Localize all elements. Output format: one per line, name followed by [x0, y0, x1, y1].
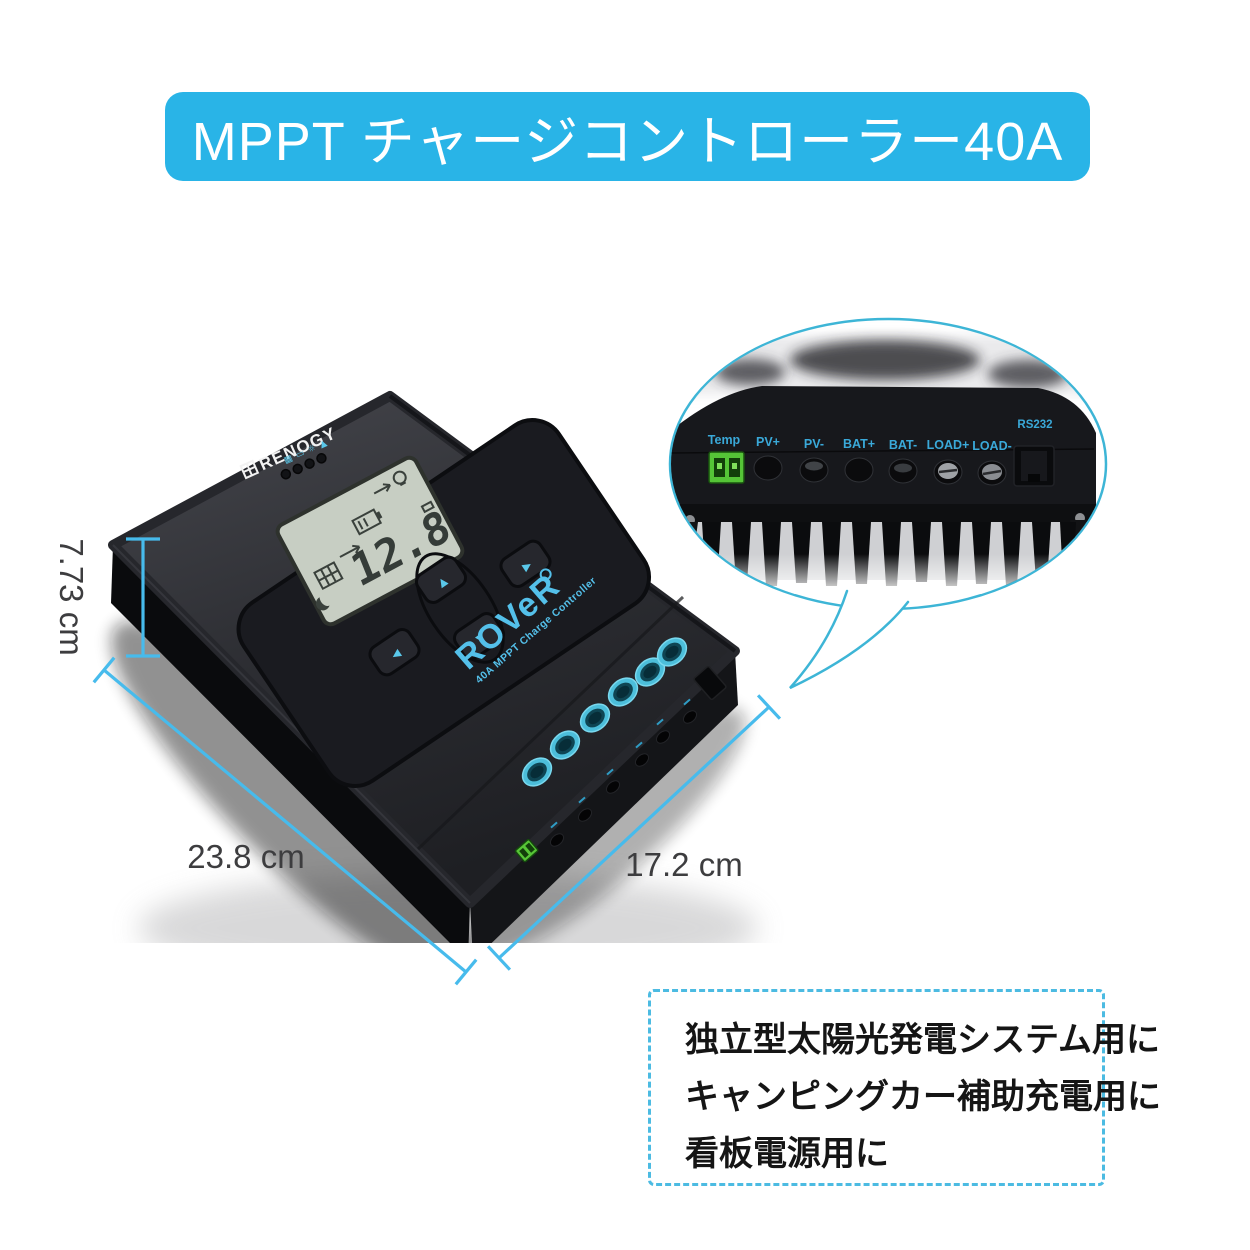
led-warning — [316, 453, 327, 464]
battery-indicator-icon: ▭ — [294, 448, 306, 461]
lcd-icons — [313, 470, 435, 611]
depth-dimension-label: 17.2 cm — [625, 846, 742, 883]
up-button — [414, 555, 468, 604]
renogy-grid-icon — [239, 459, 260, 480]
temp-connector — [708, 451, 745, 484]
label-pv-minus: PV- — [804, 437, 824, 451]
top-face-seam — [416, 595, 685, 851]
updown-ring — [415, 552, 505, 664]
banner-title: MPPT チャージコントローラー40A — [191, 112, 1064, 172]
device-shadow-left — [111, 621, 475, 943]
hole-bat-plus — [844, 457, 874, 483]
bubble-tail — [789, 589, 910, 690]
load-indicator-icon: ☼ — [306, 443, 317, 455]
label-load-plus: LOAD+ — [927, 438, 970, 452]
charge-controller-photo: RENOGY ▦ ▭ ☼ ▲ — [108, 391, 758, 943]
led-load — [304, 458, 315, 469]
heatsink-fins — [672, 513, 1096, 594]
terminal-holes — [753, 455, 1007, 486]
label-rs232: RS232 — [1017, 419, 1052, 431]
solar-indicator-icon: ▦ — [283, 454, 295, 467]
usage-note-3: 看板電源用に — [685, 1136, 889, 1173]
down-button — [452, 612, 506, 661]
left-button — [368, 628, 421, 677]
title-banner: MPPT チャージコントローラー40A — [165, 92, 1090, 181]
terminal-access-holes — [521, 637, 688, 787]
lcd-moon-icon — [315, 597, 330, 611]
side-rs232-port — [693, 665, 727, 701]
button-cluster: ▲ ▼ ◀ ▶ — [368, 539, 552, 677]
side-terminal-holes — [549, 710, 698, 847]
label-temp: Temp — [708, 433, 741, 447]
label-pv-plus: PV+ — [756, 435, 780, 449]
status-led-row: ▦ ▭ ☼ ▲ — [280, 438, 329, 480]
label-bat-minus: BAT- — [889, 438, 917, 452]
usage-notes-box: 独立型太陽光発電システム用に キャンピングカー補助充電用に 看板電源用に — [648, 989, 1161, 1186]
led-battery — [292, 463, 303, 475]
device-terminal-side-face — [470, 651, 738, 943]
terminal-callout-bubble: Temp PV+ PV- BAT+ BAT- LOAD+ LOAD- RS232 — [668, 317, 1108, 690]
label-load-minus: LOAD- — [972, 439, 1012, 453]
right-button — [499, 539, 552, 588]
depth-dimension-line — [497, 705, 771, 960]
device-left-side-face — [111, 545, 470, 943]
dimension-lines — [92, 537, 782, 986]
width-dimension-line — [102, 668, 468, 974]
label-bat-plus: BAT+ — [843, 437, 875, 451]
warning-indicator-icon: ▲ — [318, 438, 328, 450]
width-dimension-label: 23.8 cm — [187, 838, 304, 875]
rover-mark-icon — [539, 568, 552, 581]
side-label-marks — [550, 698, 691, 829]
front-left-edge-highlight — [112, 544, 471, 904]
lcd-small-battery-icon — [420, 500, 435, 514]
height-dimension-label: 7.73 cm — [53, 538, 90, 655]
lcd-arrow-1 — [339, 544, 361, 558]
usage-note-1: 独立型太陽光発電システム用に — [685, 1022, 1160, 1059]
lcd-arrow-2 — [373, 483, 391, 495]
temp-connector-green — [514, 838, 539, 863]
usage-note-2: キャンピングカー補助充電用に — [685, 1079, 1161, 1116]
bubble-content: Temp PV+ PV- BAT+ BAT- LOAD+ LOAD- RS232 — [671, 336, 1105, 594]
rs232-port — [1013, 445, 1055, 487]
led-solar — [280, 468, 292, 480]
hole-pv-plus — [753, 455, 783, 481]
